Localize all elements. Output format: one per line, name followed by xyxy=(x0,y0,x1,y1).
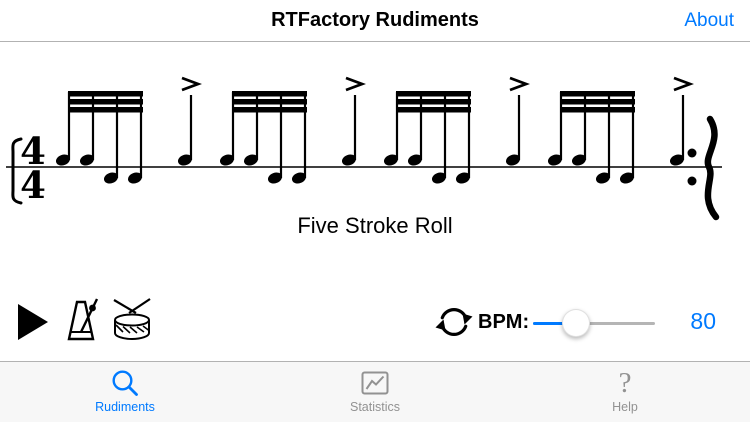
page-title: RTFactory Rudiments xyxy=(271,9,479,31)
bpm-value: 80 xyxy=(690,308,716,334)
rudiment-name: Five Stroke Roll xyxy=(297,213,453,238)
bpm-slider-thumb[interactable] xyxy=(561,309,590,337)
repeat-dot-bottom xyxy=(687,176,697,186)
play-icon[interactable] xyxy=(18,304,48,340)
repeat-wing-barline xyxy=(704,115,720,221)
loop-icon[interactable] xyxy=(435,303,473,341)
time-signature-top: 4 xyxy=(20,129,46,173)
snare-drum-icon[interactable] xyxy=(110,296,154,342)
staff-start-bracket xyxy=(11,137,23,205)
tab-bar: Rudiments Statistics ? Help xyxy=(0,361,750,422)
note-group-4 xyxy=(545,76,692,187)
time-signature-bottom: 4 xyxy=(20,163,46,207)
notation-staff: 4 4 xyxy=(6,76,722,221)
line-chart-icon xyxy=(361,367,389,399)
search-icon xyxy=(110,367,140,399)
repeat-dot-top xyxy=(687,148,697,158)
note-group-3 xyxy=(381,76,528,187)
bpm-label: BPM: xyxy=(478,311,530,333)
tab-rudiments-label: Rudiments xyxy=(95,400,155,414)
note-group-2 xyxy=(217,76,364,187)
metronome-icon[interactable] xyxy=(57,297,103,343)
bpm-slider-track[interactable] xyxy=(533,322,655,325)
about-button[interactable]: About xyxy=(684,10,734,31)
note-group-1 xyxy=(53,76,200,187)
bpm-slider[interactable] xyxy=(533,309,655,337)
tab-help[interactable]: ? Help xyxy=(500,362,750,422)
tab-help-label: Help xyxy=(612,400,638,414)
tab-statistics[interactable]: Statistics xyxy=(250,362,500,422)
question-mark-icon: ? xyxy=(618,367,632,399)
nav-bar: RTFactory Rudiments About xyxy=(0,0,750,42)
tab-statistics-label: Statistics xyxy=(349,400,400,414)
tab-rudiments[interactable]: Rudiments xyxy=(0,362,250,422)
bpm-slider-fill xyxy=(533,322,576,325)
